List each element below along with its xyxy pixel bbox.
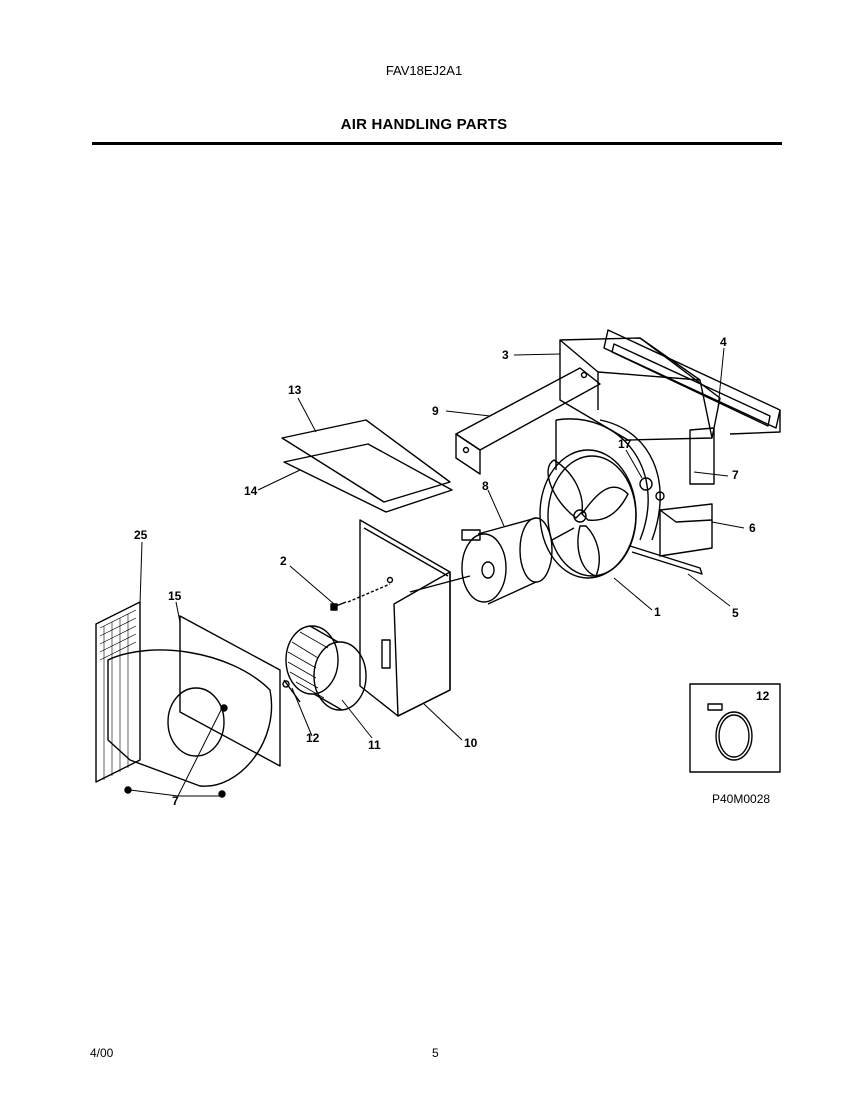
title-rule — [92, 142, 782, 145]
part-10-panel — [359, 519, 451, 717]
page-number: 5 — [432, 1046, 439, 1060]
callout-8: 8 — [482, 479, 489, 493]
fan-shroud — [555, 418, 661, 541]
callout-12-inset: 12 — [756, 689, 770, 703]
part-9-bracket — [455, 367, 601, 475]
callout-12: 12 — [306, 731, 320, 745]
callout-9: 9 — [432, 404, 439, 418]
model-number: FAV18EJ2A1 — [385, 63, 463, 78]
footer-date: 4/00 — [90, 1046, 114, 1060]
callout-5: 5 — [732, 606, 739, 620]
callout-4: 4 — [720, 335, 727, 349]
part-17-clip — [639, 477, 665, 501]
callout-3: 3 — [502, 348, 509, 362]
callout-17: 17 — [618, 437, 632, 451]
part-1-fan — [539, 449, 637, 579]
callout-6: 6 — [749, 521, 756, 535]
callout-13: 13 — [288, 383, 302, 397]
part-11-blower-wheel — [285, 625, 367, 711]
callout-7-lower: 7 — [172, 794, 179, 808]
page-title: AIR HANDLING PARTS — [340, 116, 508, 133]
callout-2: 2 — [280, 554, 287, 568]
callout-1: 1 — [654, 605, 661, 619]
leader-lines — [129, 347, 745, 797]
callout-15: 15 — [168, 589, 182, 603]
part-3-housing — [559, 337, 721, 485]
diagram-code: P40M0028 — [712, 792, 771, 806]
part-15-scroll — [107, 615, 281, 798]
part-5-rod — [629, 545, 703, 575]
callout-14: 14 — [244, 484, 258, 498]
part-4-rail — [603, 329, 781, 435]
callout-11: 11 — [368, 738, 381, 752]
callout-25: 25 — [134, 528, 148, 542]
part-25-screen — [95, 601, 141, 783]
inset-part-12 — [689, 683, 781, 773]
part-8-motor — [409, 517, 575, 605]
callout-10: 10 — [464, 736, 478, 750]
part-12-clamp — [282, 679, 301, 703]
part-13-14-filter — [281, 419, 453, 513]
part-6-bracket — [659, 503, 713, 557]
callout-7: 7 — [732, 468, 739, 482]
